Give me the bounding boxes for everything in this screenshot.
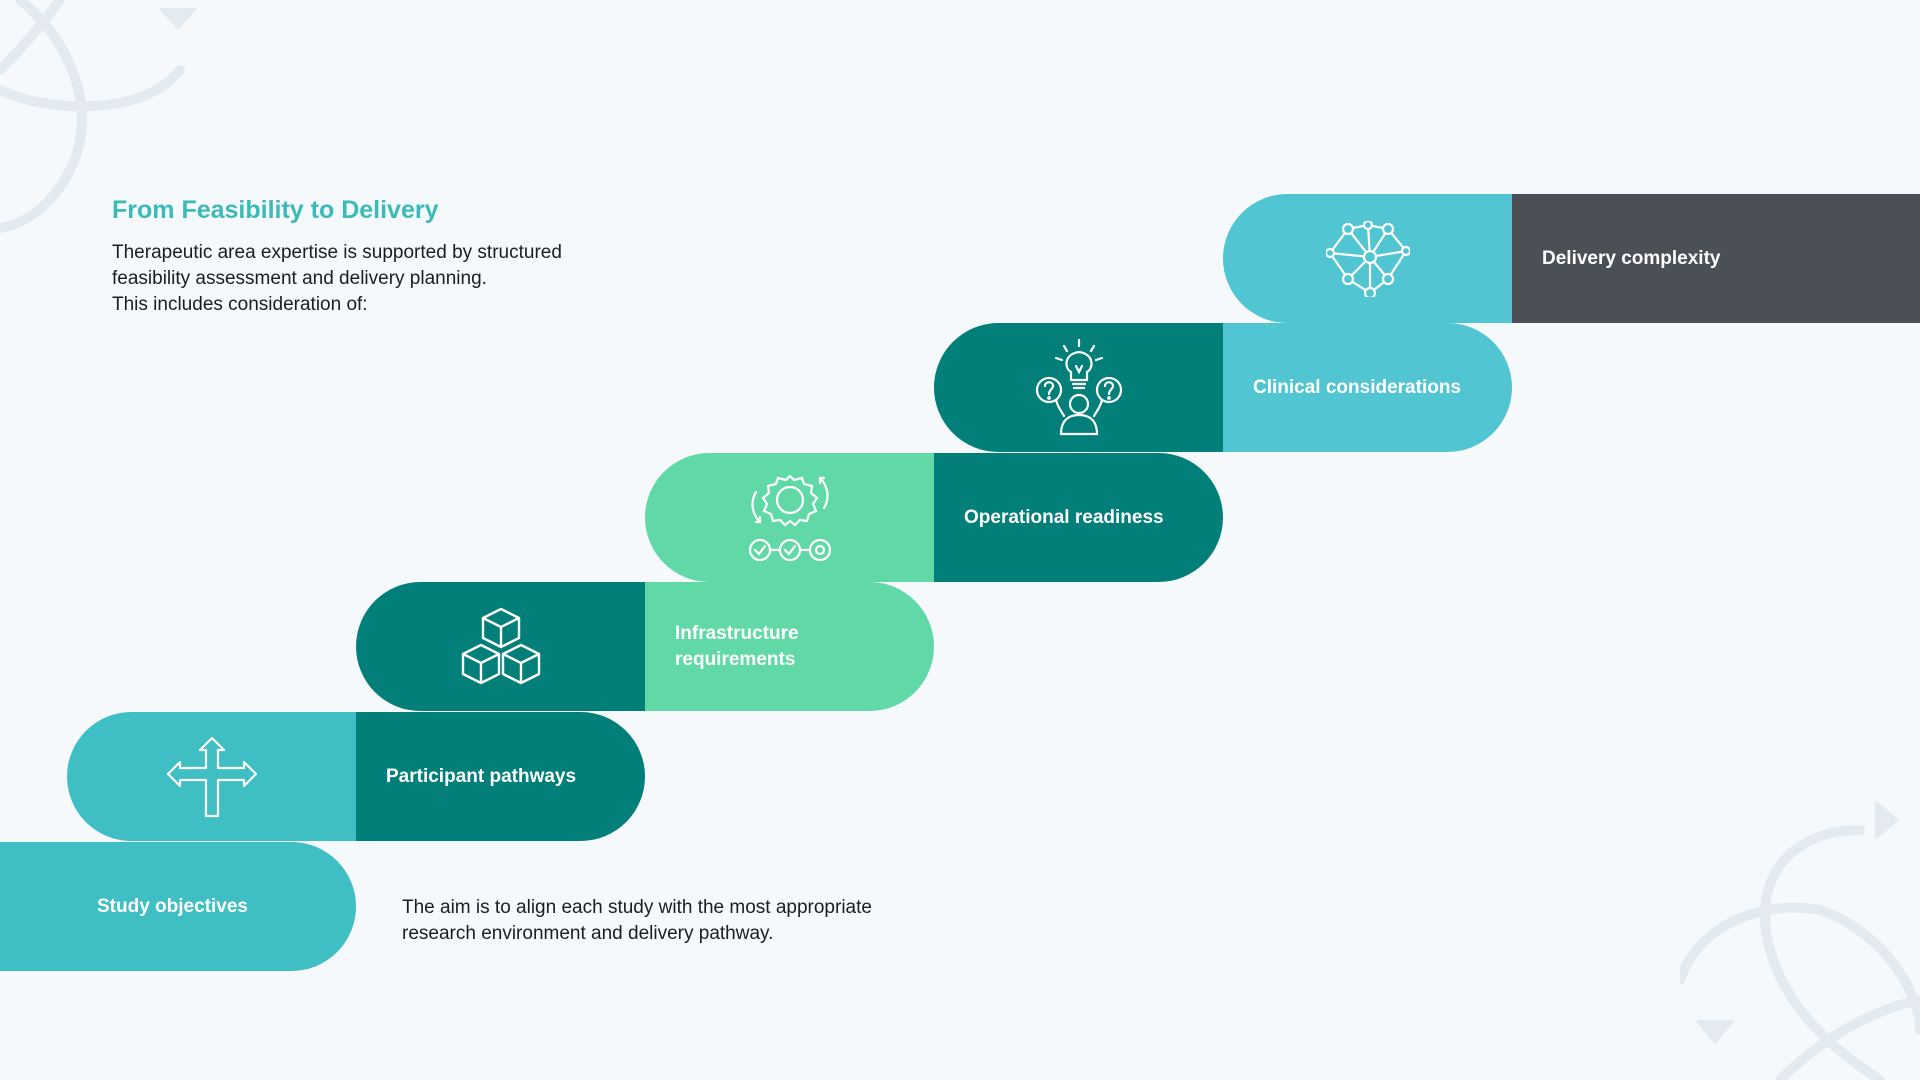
step-delivery-complexity: Delivery complexity [1512,194,1920,323]
stacked-cubes-icon [461,607,540,684]
gear-process-icon [748,473,831,561]
step-label-line: Infrastructure [675,622,799,644]
intro-line: feasibility assessment and delivery plan… [112,268,487,289]
aim-line: The aim is to align each study with the … [402,897,872,918]
crossroads-arrows-icon [166,736,257,817]
step-operational-readiness: Operational readiness [934,453,1223,582]
aim-text: The aim is to align each study with the … [402,895,962,947]
step-infrastructure-requirements-icon-segment [356,582,645,711]
step-label: Study objectives [97,895,248,917]
step-label: Participant pathways [386,765,577,787]
step-infrastructure-requirements: Infrastructure requirements [645,582,934,711]
intro-text: Therapeutic area expertise is supported … [112,240,672,318]
intro-line: This includes consideration of: [112,294,368,315]
page-title: From Feasibility to Delivery [112,196,439,224]
step-clinical-considerations-icon-segment [934,323,1223,452]
step-operational-readiness-icon-segment [645,453,934,582]
step-participant-pathways-icon-segment [67,712,356,841]
step-study-objectives: Study objectives [0,842,356,971]
step-participant-pathways: Participant pathways [356,712,645,841]
step-label-line: requirements [675,648,796,670]
decorative-swirl-top-left [0,0,198,233]
network-sphere-icon [1325,220,1410,297]
step-label: Clinical considerations [1253,376,1461,398]
step-clinical-considerations: Clinical considerations [1223,323,1512,452]
idea-person-question-icon [1035,338,1122,435]
step-label: Delivery complexity [1542,247,1721,269]
aim-line: research environment and delivery pathwa… [402,923,774,944]
intro-line: Therapeutic area expertise is supported … [112,242,562,263]
step-delivery-complexity-icon-segment [1223,194,1512,323]
step-label: Operational readiness [964,506,1164,528]
decorative-swirl-bottom-right [1680,800,1920,1080]
step-label: Infrastructure requirements [645,621,934,673]
